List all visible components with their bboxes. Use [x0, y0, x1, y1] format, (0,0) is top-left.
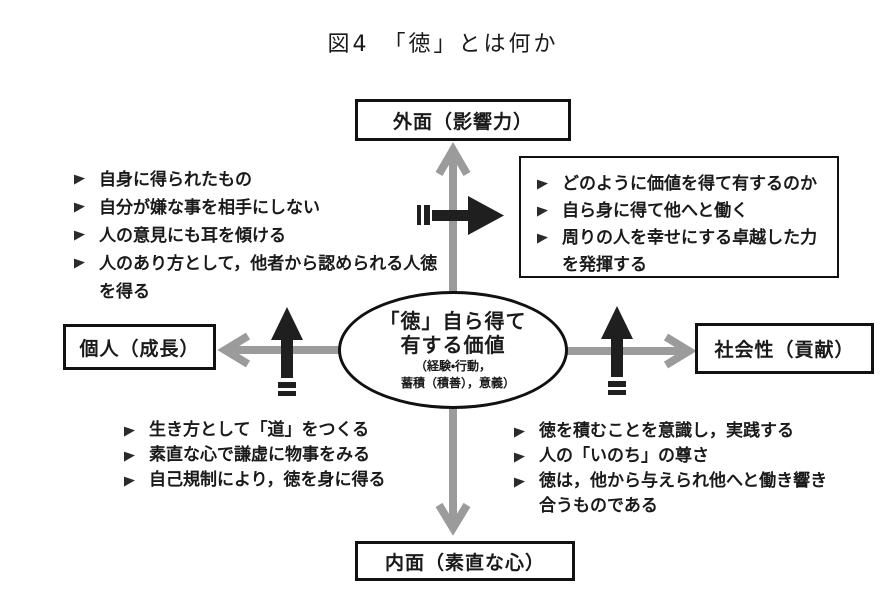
list-item: 人の意見にも耳を傾ける: [72, 222, 444, 250]
arrowhead-bullet-icon: [537, 178, 548, 190]
arrowhead-bullet-icon: [537, 232, 548, 244]
axis-arrow-up-icon: [435, 142, 471, 293]
axis-box-outer: 外面（影響力）: [355, 99, 571, 141]
list-item: 徳を積むことを意識し，実践する: [512, 419, 844, 444]
list-item: 周りの人を幸せにする卓越した力を発揮する: [535, 225, 831, 279]
list-item-text: 人の「いのち」の尊さ: [539, 446, 709, 466]
list-item-text: 生き方として「道」をつくる: [149, 420, 370, 440]
list-item-text: 人の意見にも耳を傾ける: [99, 226, 286, 246]
center-subtext-line1: （経験・行動，: [414, 359, 492, 373]
axis-label-bottom: 内面（素直な心）: [384, 551, 545, 574]
axis-label-left: 個人（成長）: [79, 337, 200, 360]
list-item: 徳は，他から与えられ他へと働き響き合うものである: [512, 469, 844, 519]
arrowhead-bullet-icon: [514, 426, 525, 438]
center-title-line2: 有する価値: [400, 333, 506, 357]
arrowhead-bullet-icon: [124, 450, 135, 462]
list-item: 自身に得られたもの: [72, 166, 444, 194]
list-item-text: 徳は，他から与えられ他へと働き響き合うものである: [539, 471, 828, 516]
list-item-text: 自己規制により，徳を身に得る: [149, 470, 386, 490]
axis-box-individual: 個人（成長）: [63, 324, 216, 370]
arrowhead-bullet-icon: [74, 173, 85, 185]
arrowhead-bullet-icon: [514, 451, 525, 463]
black-arrow-up-right-icon: [601, 306, 633, 395]
list-item-text: 自身に得られたもの: [99, 170, 252, 190]
axis-label-right: 社会性（貢献）: [714, 339, 855, 361]
list-item: 自己規制により，徳を身に得る: [122, 468, 452, 493]
list-item-text: 徳を積むことを意識し，実践する: [539, 421, 794, 441]
arrowhead-bullet-icon: [537, 205, 548, 217]
list-item-text: 素直な心で謙虚に物事をみる: [149, 445, 370, 465]
list-item-text: 人のあり方として，他者から認められる人徳を得る: [99, 254, 438, 302]
black-arrow-right-icon: [417, 196, 504, 235]
arrowhead-bullet-icon: [124, 425, 135, 437]
center-subtext-line2: 蓄積（積善），意義）: [400, 376, 515, 390]
axis-box-social: 社会性（貢献）: [695, 323, 874, 374]
axis-arrow-right-icon: [565, 333, 697, 369]
center-title-line1: 「徳」自ら得て: [379, 309, 527, 333]
list-item: 生き方として「道」をつくる: [122, 418, 452, 443]
list-item-text: どのように価値を得て有するのか: [562, 174, 817, 194]
quadrant-list-lower-left: 生き方として「道」をつくる 素直な心で謙虚に物事をみる 自己規制により，徳を身に…: [122, 418, 452, 493]
list-item: 人の「いのち」の尊さ: [512, 444, 844, 469]
list-item-text: 自分が嫌な事を相手にしない: [99, 198, 320, 218]
quadrant-list-upper-right: どのように価値を得て有するのか 自ら身に得て他へと働く 周りの人を幸せにする卓越…: [535, 171, 831, 279]
arrowhead-bullet-icon: [514, 476, 525, 488]
arrowhead-bullet-icon: [74, 257, 85, 269]
quadrant-list-upper-left: 自身に得られたもの 自分が嫌な事を相手にしない 人の意見にも耳を傾ける 人のあり…: [72, 166, 444, 306]
list-item: 自ら身に得て他へと働く: [535, 198, 831, 225]
arrowhead-bullet-icon: [74, 229, 85, 241]
arrowhead-bullet-icon: [74, 201, 85, 213]
black-arrow-up-left-icon: [271, 307, 303, 396]
list-item-text: 自ら身に得て他へと働く: [562, 201, 749, 221]
figure-title: 図4 「徳」とは何か: [327, 32, 559, 57]
list-item: 自分が嫌な事を相手にしない: [72, 194, 444, 222]
list-item: 人のあり方として，他者から認められる人徳を得る: [72, 250, 444, 306]
arrowhead-bullet-icon: [124, 475, 135, 487]
axis-arrow-down-icon: [435, 408, 471, 536]
axis-label-top: 外面（影響力）: [392, 110, 533, 133]
center-ellipse: 「徳」自ら得て 有する価値 （経験・行動， 蓄積（積善），意義）: [338, 291, 568, 409]
list-item: どのように価値を得て有するのか: [535, 171, 831, 198]
list-item-text: 周りの人を幸せにする卓越した力を発揮する: [562, 228, 818, 275]
list-item: 素直な心で謙虚に物事をみる: [122, 443, 452, 468]
quadrant-box-upper-right: どのように価値を得て有するのか 自ら身に得て他へと働く 周りの人を幸せにする卓越…: [519, 156, 839, 278]
quadrant-list-lower-right: 徳を積むことを意識し，実践する 人の「いのち」の尊さ 徳は，他から与えられ他へと…: [512, 419, 844, 519]
axis-box-inner: 内面（素直な心）: [355, 541, 575, 581]
